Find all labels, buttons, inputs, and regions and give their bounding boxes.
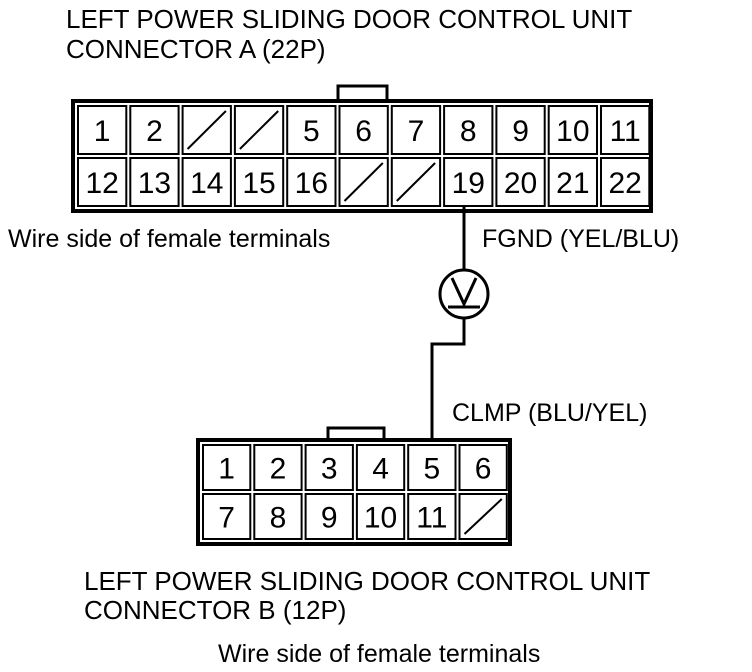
- connector-b: 1 2 3 4 5 6 7 8 9 10 11: [196, 426, 512, 546]
- connector-b-terminal-cell: 11: [407, 493, 457, 540]
- connector-a-terminal-cell: 2: [129, 105, 180, 155]
- connector-b-terminal-cell: 10: [355, 493, 406, 540]
- connector-a-terminal-cell: 11: [600, 105, 651, 155]
- connector-a-pin-number: 15: [242, 167, 275, 200]
- connector-a-terminal-cell: 1: [77, 105, 128, 155]
- connector-a-pin-number: 5: [303, 115, 320, 148]
- connector-a-pin-number: 22: [608, 167, 641, 200]
- connector-a-terminal-cell: 9: [495, 105, 546, 155]
- connector-a-pin-number: 12: [85, 167, 118, 200]
- connector-b-terminal-cell: 1: [202, 444, 252, 491]
- connector-a-terminal-cell: 20: [495, 157, 546, 207]
- connector-b-terminal-cell: 8: [253, 493, 303, 540]
- fgnd-wire-label: FGND (YEL/BLU): [482, 225, 679, 253]
- connector-a-terminal-cell: 8: [443, 105, 494, 155]
- connector-b-terminal-cell: 2: [253, 444, 303, 491]
- connector-a-terminal-cell: 5: [286, 105, 337, 155]
- connector-a-terminal-cell: 21: [547, 157, 599, 207]
- connector-a-pin-number: 16: [295, 167, 328, 200]
- connector-a-terminal-cell: 19: [443, 157, 494, 207]
- clmp-wire-label: CLMP (BLU/YEL): [452, 399, 647, 427]
- connector-b-pin-number: 7: [218, 502, 235, 535]
- connector-b-pin-number: 4: [372, 453, 389, 486]
- connector-a-empty-cavity: [233, 105, 285, 155]
- connector-a-terminal-cell: 14: [181, 157, 232, 207]
- connector-a-pin-number: 14: [190, 167, 223, 200]
- connector-a-pin-number: 13: [138, 167, 171, 200]
- connector-a-terminal-cell: 22: [600, 157, 651, 207]
- connector-a-pin-number: 9: [512, 115, 529, 148]
- connector-a-empty-cavity: [181, 105, 232, 155]
- connector-a-pin-number: 8: [460, 115, 477, 148]
- connector-b-terminal-cell: 6: [458, 444, 508, 491]
- connector-a-pin-number: 6: [355, 115, 372, 148]
- connector-a-terminal-cell: 6: [338, 105, 389, 155]
- connector-a-pin-number: 10: [556, 115, 589, 148]
- connector-a-pin-number: 7: [408, 115, 425, 148]
- connector-a-terminal-cell: 12: [77, 157, 128, 207]
- connector-b-view-note: Wire side of female terminals: [218, 640, 540, 668]
- connector-a-empty-cavity: [338, 157, 389, 207]
- connector-a-empty-cavity: [390, 157, 442, 207]
- connector-a-terminal-cell: 10: [547, 105, 599, 155]
- connector-a-title-line1: LEFT POWER SLIDING DOOR CONTROL UNIT: [66, 4, 632, 34]
- voltmeter-icon: [438, 268, 490, 320]
- wire-harness: [430, 207, 466, 442]
- connector-b-pin-number: 5: [424, 453, 441, 486]
- connector-b-terminal-cell: 9: [304, 493, 354, 540]
- connector-a-title-line2: CONNECTOR A (22P): [66, 34, 326, 64]
- connector-b-pin-number: 1: [218, 453, 235, 486]
- connector-a-pin-number: 20: [504, 167, 537, 200]
- clmp-wire: [430, 318, 466, 442]
- connector-b-terminal-cell: 5: [407, 444, 457, 491]
- connector-b-pin-number: 9: [321, 502, 338, 535]
- connector-a-terminal-cell: 13: [129, 157, 180, 207]
- connector-a-view-note: Wire side of female terminals: [8, 225, 330, 253]
- connector-b-terminal-cell: 3: [304, 444, 354, 491]
- connector-b-title-line1: LEFT POWER SLIDING DOOR CONTROL UNIT: [84, 566, 650, 596]
- connector-a-pin-number: 21: [556, 167, 589, 200]
- connector-a-pin-number: 19: [452, 167, 485, 200]
- connector-b-pin-number: 8: [270, 502, 287, 535]
- connector-b-terminal-cell: 4: [355, 444, 406, 491]
- connector-a-pin-number: 11: [610, 115, 641, 148]
- connector-b-pin-number: 3: [321, 453, 338, 486]
- connector-b-pin-number: 11: [416, 502, 447, 535]
- connector-a-pin-number: 1: [94, 115, 111, 148]
- connector-b-terminal-cell: 7: [202, 493, 252, 540]
- connector-a-pin-number: 2: [146, 115, 163, 148]
- connector-b-pin-number: 2: [270, 453, 287, 486]
- connector-a-terminal-cell: 15: [233, 157, 285, 207]
- connector-a-terminal-cell: 7: [390, 105, 442, 155]
- connector-b-title-line2: CONNECTOR B (12P): [84, 595, 346, 625]
- connector-b-empty-cavity: [458, 493, 508, 540]
- connector-b-pin-number: 6: [475, 453, 492, 486]
- connector-a-terminal-cell: 16: [286, 157, 337, 207]
- connector-b-pin-number: 10: [364, 502, 397, 535]
